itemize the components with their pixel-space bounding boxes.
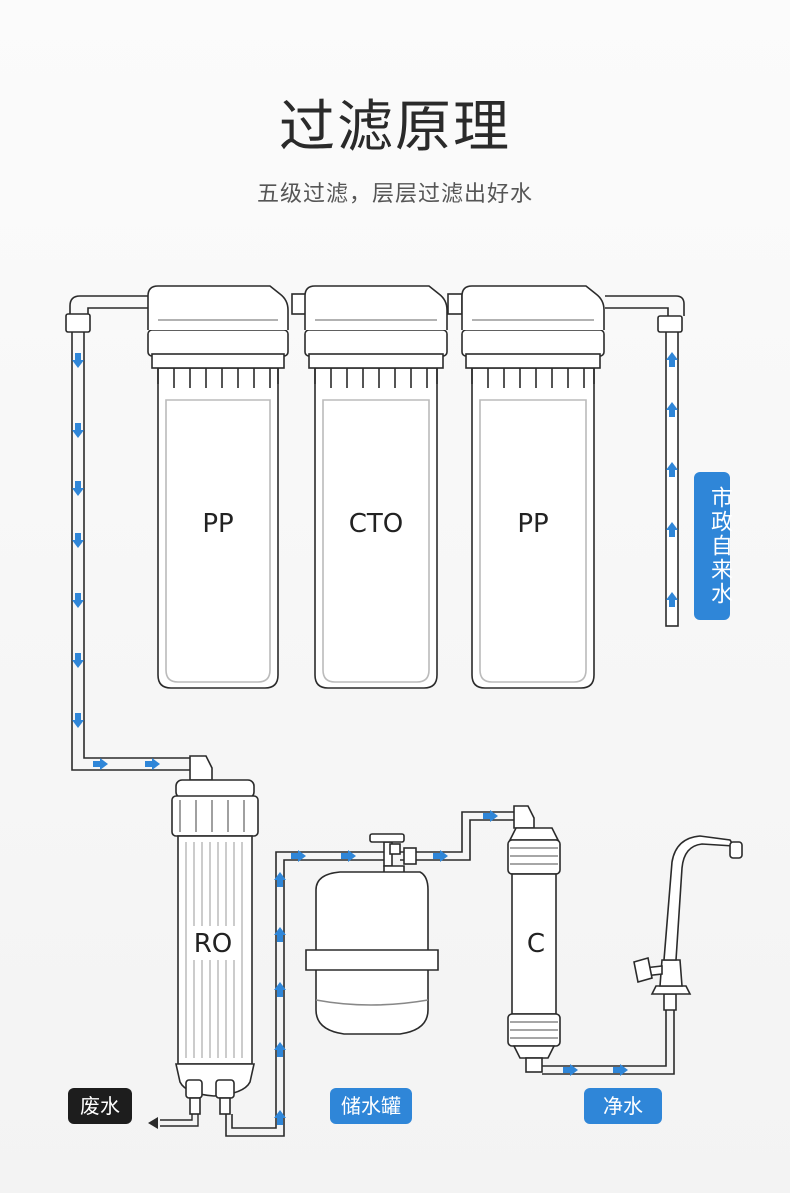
left-down-pipe (65, 295, 190, 771)
waste-water-badge: 废水 (68, 1088, 132, 1124)
tank-output-arrows (433, 810, 498, 862)
filter-stage-1-label: PP (202, 509, 233, 539)
pure-water-badge: 净水 (584, 1088, 662, 1124)
inlet-pipe (605, 295, 685, 627)
filter-stage-2-label: CTO (349, 509, 404, 539)
down-arrows (72, 353, 160, 770)
filter-stage-3 (461, 285, 605, 689)
faucet (633, 835, 743, 1011)
filter-stage-3-label: PP (517, 509, 548, 539)
tap-water-badge: 市政自来水 (694, 472, 732, 620)
post-to-faucet-pipe (542, 1000, 675, 1075)
ro-membrane-label: RO (194, 929, 233, 959)
post-carbon-filter (507, 805, 561, 1073)
storage-tank (305, 833, 439, 1035)
tank-to-post-pipe (400, 811, 514, 865)
waste-arrow (148, 1117, 158, 1129)
page-title: 过滤原理 (279, 95, 511, 160)
storage-tank-badge: 储水罐 (330, 1088, 412, 1124)
filter-stage-1 (147, 285, 289, 689)
page-subtitle: 五级过滤，层层过滤出好水 (256, 182, 533, 207)
filter-stage-2 (304, 285, 448, 689)
post-carbon-label: C (527, 929, 545, 959)
ro-to-tank-pipe (225, 851, 392, 1137)
waste-pipe (160, 1114, 199, 1127)
